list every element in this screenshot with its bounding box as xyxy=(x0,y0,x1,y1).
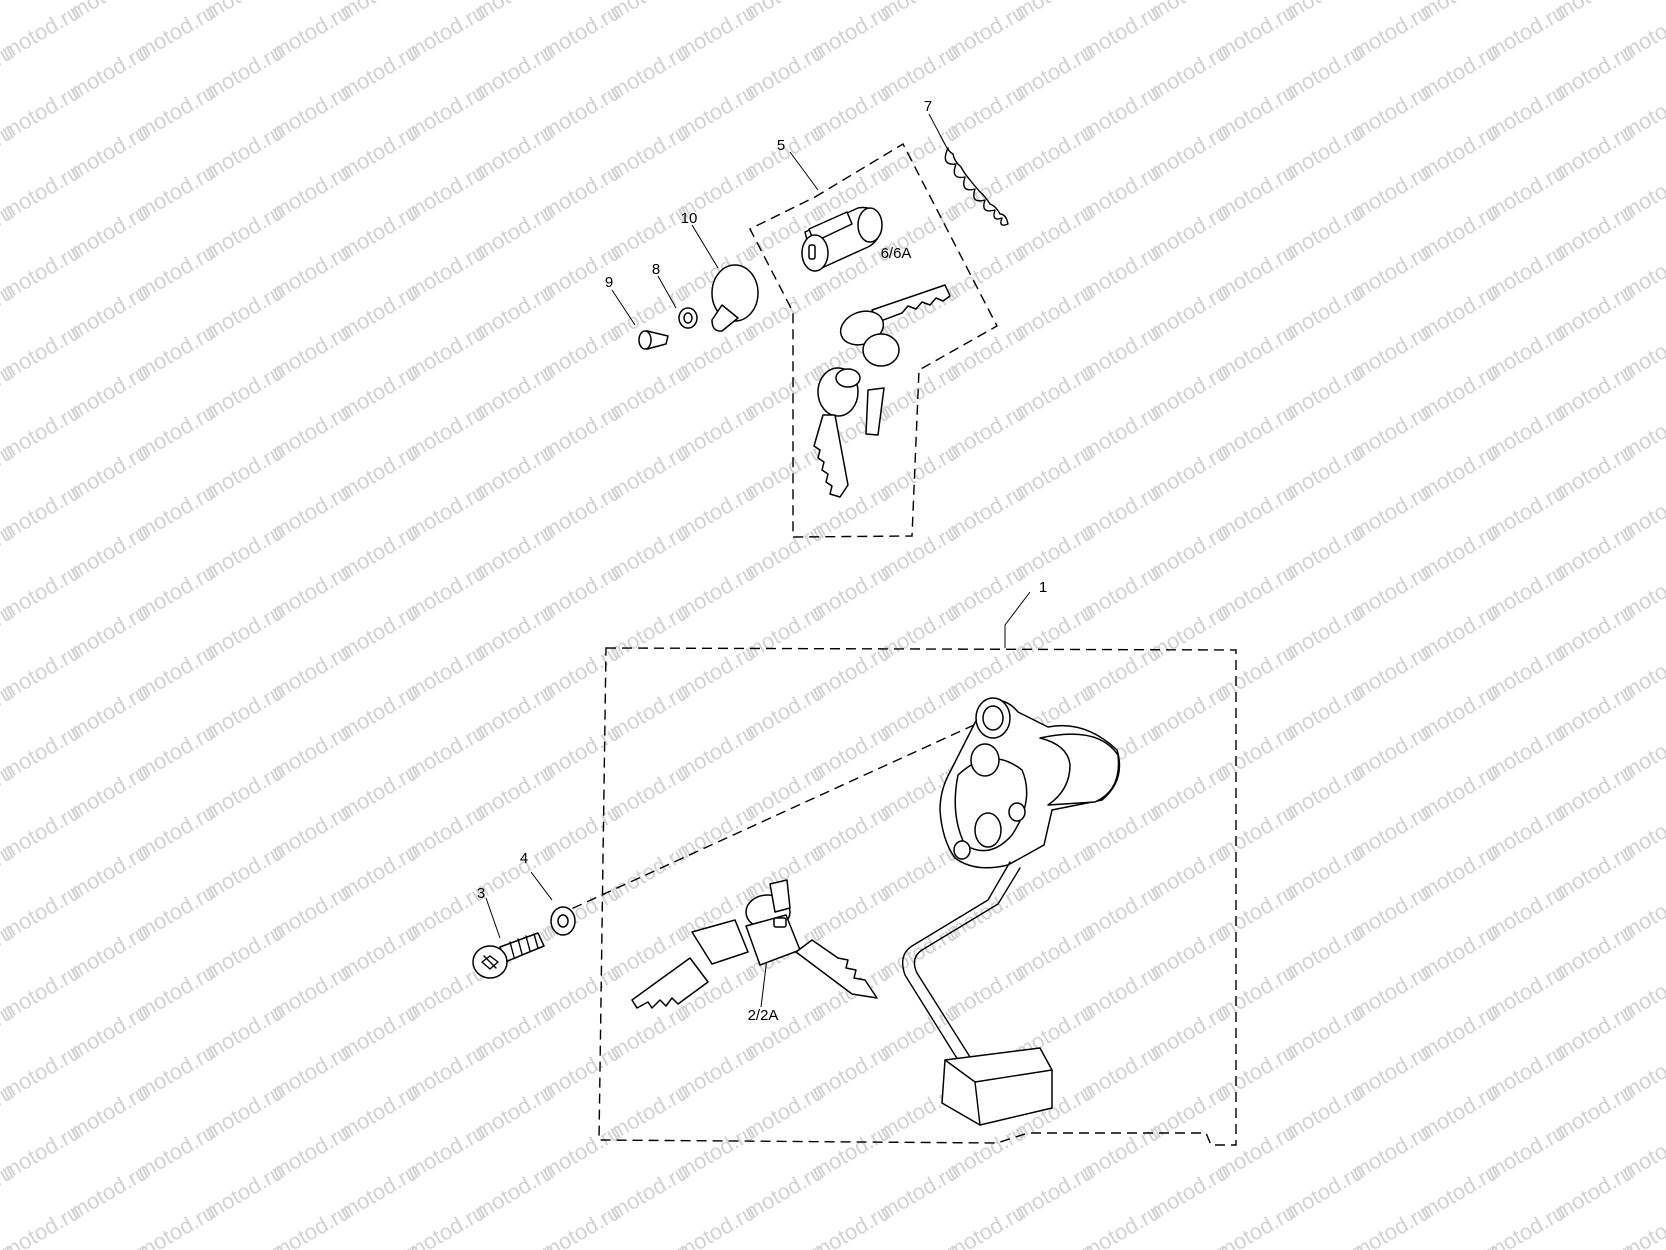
watermark-text: motod.ru xyxy=(335,1239,423,1250)
callout-5: 5 xyxy=(777,137,785,154)
spring-part xyxy=(928,113,1009,226)
callout-4: 4 xyxy=(520,850,528,867)
watermark-text: motod.ru xyxy=(1482,1199,1570,1250)
watermark-text: motod.ru xyxy=(875,1239,963,1250)
ignition-switch-group xyxy=(472,591,1237,1146)
watermark-text: motod.ru xyxy=(402,1199,490,1250)
seat-lock-keys-part xyxy=(813,284,951,498)
watermark-text: motod.ru xyxy=(605,1239,693,1250)
callout-9: 9 xyxy=(605,274,613,291)
watermark-text: motod.ru xyxy=(0,0,18,24)
callout-3: 3 xyxy=(477,885,485,902)
seat-lock-group xyxy=(611,113,1009,538)
washer-8-part xyxy=(657,275,698,329)
watermark-text: motod.ru xyxy=(1010,1239,1098,1250)
ignition-kit-boundary xyxy=(598,647,1237,1146)
ignition-switch-part xyxy=(902,697,1121,1126)
watermark-text: motod.ru xyxy=(740,1239,828,1250)
callout-2: 2/2A xyxy=(748,1007,779,1024)
callout-6: 6/6A xyxy=(881,245,912,262)
screw-part xyxy=(472,897,545,979)
callout-labels: 1 2/2A 3 4 5 6/6A 7 8 9 10 xyxy=(477,98,1047,1024)
callout-1: 1 xyxy=(1039,579,1047,596)
watermark-text: motod.ru xyxy=(1145,1239,1233,1250)
watermark-text: motod.ru xyxy=(1280,1239,1368,1250)
watermark-text: motod.ru xyxy=(267,1199,355,1250)
watermark-text: motod.ru xyxy=(1077,1199,1165,1250)
watermark-text: motod.ru xyxy=(200,1239,288,1250)
watermark-text: motod.ru xyxy=(672,1199,760,1250)
watermark-text: motod.ru xyxy=(65,1239,153,1250)
watermark-text: motod.ru xyxy=(1212,1199,1300,1250)
callout-8: 8 xyxy=(652,261,660,278)
washer-4-part xyxy=(530,871,576,936)
callout-7: 7 xyxy=(924,98,932,115)
callout-10: 10 xyxy=(681,210,698,227)
watermark-text: motod.ru xyxy=(537,1199,625,1250)
watermark-text: motod.ru xyxy=(942,1199,1030,1250)
watermark-text: motod.ru xyxy=(0,1199,85,1250)
lock-barrel-part xyxy=(801,206,883,272)
rivet-part xyxy=(611,289,669,350)
watermark-text: motod.ru xyxy=(132,1199,220,1250)
ignition-keys-part xyxy=(631,879,878,1009)
watermark-text: motod.ru xyxy=(470,1239,558,1250)
watermark-text: motod.ru xyxy=(1347,1199,1435,1250)
watermark-text: motod.ru xyxy=(1550,1239,1638,1250)
watermark-text: motod.ru xyxy=(807,1199,895,1250)
watermark-text: motod.ru xyxy=(1415,1239,1503,1250)
seat-lock-kit-boundary xyxy=(749,143,998,538)
cap-part xyxy=(691,224,759,332)
